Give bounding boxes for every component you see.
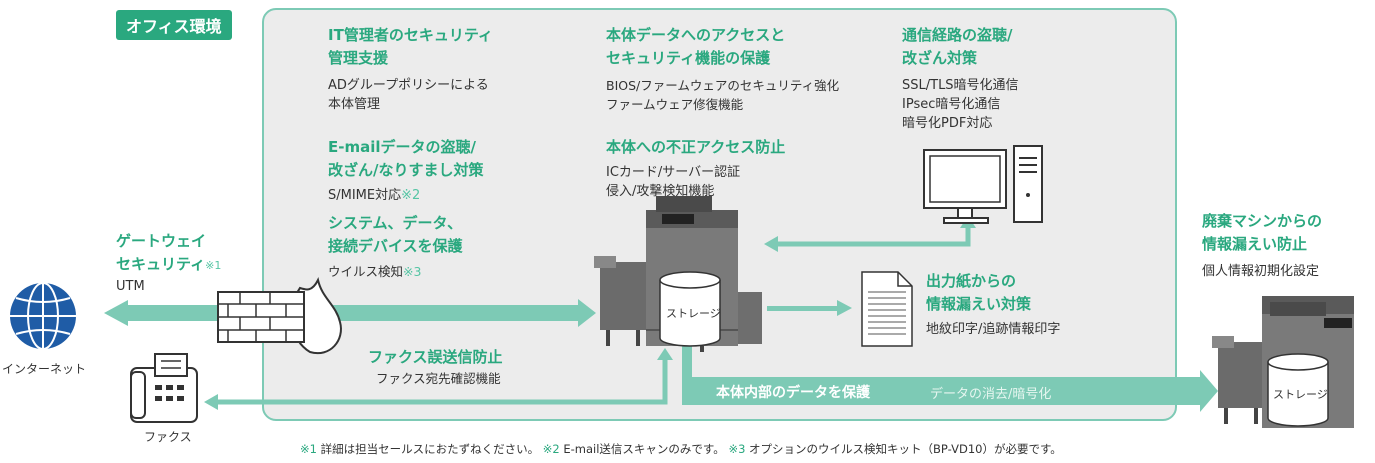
firewall-icon: [217, 277, 342, 355]
system-note: ※3: [403, 264, 422, 279]
unauthorized-title: 本体への不正アクセス防止: [606, 138, 786, 156]
output-paper-title-2: 情報漏えい対策: [926, 295, 1032, 313]
device-access-title-1: 本体データへのアクセスと: [606, 26, 786, 44]
mfp-paper-arrow: [767, 300, 852, 316]
storage-cylinder-disposed: [1267, 353, 1329, 427]
email-body: S/MIME対応※2: [328, 186, 483, 205]
email-title-1: E-mailデータの盗聴/: [328, 138, 476, 156]
system-body-text: ウイルス検知: [328, 264, 404, 279]
it-admin-body-2: 本体管理: [328, 97, 381, 112]
it-admin-body-1: ADグループポリシーによる: [328, 78, 489, 93]
footnote-1-mark: ※1: [300, 442, 317, 456]
footnote-1-text: 詳細は担当セールスにおたずねください。: [316, 442, 540, 456]
system-body: ウイルス検知※3: [328, 262, 463, 281]
comm-body-3: 暗号化PDF対応: [902, 116, 993, 131]
fax-line-arrow: [204, 348, 673, 410]
desktop-pc-icon: [923, 145, 1043, 224]
device-access-section: 本体データへのアクセスと セキュリティ機能の保護 BIOS/ファームウェアのセキ…: [606, 24, 839, 114]
storage-label-disposed: ストレージ: [1273, 388, 1328, 401]
footnote-2-text: E-mail送信スキャンのみです。: [559, 442, 725, 456]
email-title-2: 改ざん/なりすまし対策: [328, 161, 484, 179]
output-paper-title-1: 出力紙からの: [926, 272, 1017, 290]
communication-section: 通信経路の盗聴/ 改ざん対策 SSL/TLS暗号化通信 IPsec暗号化通信 暗…: [902, 24, 1019, 133]
output-paper-body: 地紋印字/追跡情報印字: [926, 322, 1061, 337]
internet-label: インターネット: [2, 362, 87, 376]
disposal-title-2: 情報漏えい防止: [1202, 235, 1308, 253]
internet-connection-arrow: [104, 299, 596, 327]
gateway-title-2-text: セキュリティ: [116, 255, 206, 273]
storage-cylinder-main: [659, 271, 721, 347]
fax-machine-icon: [130, 353, 198, 423]
footnotes: ※1 詳細は担当セールスにおたずねください。 ※2 E-mail送信スキャンのみ…: [300, 441, 1062, 457]
printed-document-icon: [861, 271, 913, 347]
unauthorized-access-section: 本体への不正アクセス防止 ICカード/サーバー認証 侵入/攻撃検知機能: [606, 136, 785, 201]
internal-data-title: 本体内部のデータを保護: [716, 385, 870, 401]
comm-title-1: 通信経路の盗聴/: [902, 26, 1013, 44]
comm-body-1: SSL/TLS暗号化通信: [902, 78, 1019, 93]
storage-label-main: ストレージ: [666, 307, 721, 320]
comm-body-2: IPsec暗号化通信: [902, 97, 1001, 112]
footnote-3-mark: ※3: [728, 442, 746, 456]
email-note: ※2: [401, 188, 421, 203]
footnote-2-mark: ※2: [542, 442, 560, 456]
office-environment-label: オフィス環境: [116, 10, 232, 40]
gateway-section: ゲートウェイ セキュリティ※1 UTM: [116, 230, 221, 296]
device-access-body-2: ファームウェア修復機能: [606, 97, 744, 112]
disposal-title-1: 廃棄マシンからの: [1202, 212, 1323, 230]
it-admin-title-1: IT管理者のセキュリティ: [328, 26, 493, 44]
gateway-note: ※1: [205, 259, 222, 272]
fax-misdial-section: ファクス誤送信防止 ファクス宛先確認機能: [368, 346, 503, 388]
gateway-title-2: セキュリティ※1: [116, 253, 221, 277]
output-paper-section: 出力紙からの 情報漏えい対策 地紋印字/追跡情報印字: [926, 270, 1060, 339]
unauthorized-body-2: 侵入/攻撃検知機能: [606, 184, 715, 199]
fax-misdial-title: ファクス誤送信防止: [368, 348, 503, 366]
email-section: E-mailデータの盗聴/ 改ざん/なりすまし対策 S/MIME対応※2: [328, 136, 483, 205]
comm-title-2: 改ざん対策: [902, 49, 978, 67]
disposal-body: 個人情報初期化設定: [1202, 264, 1320, 279]
gateway-title-1: ゲートウェイ: [116, 232, 207, 250]
system-title-2: 接続デバイスを保護: [328, 237, 463, 255]
device-access-title-2: セキュリティ機能の保護: [606, 49, 771, 67]
system-title-1: システム、データ、: [328, 214, 463, 232]
fax-label: ファクス: [144, 430, 192, 444]
footnote-3-text: オプションのウイルス検知キット（BP-VD10）が必要です。: [745, 442, 1062, 456]
system-section: システム、データ、 接続デバイスを保護 ウイルス検知※3: [328, 212, 463, 281]
internet-globe-icon: [10, 282, 76, 350]
unauthorized-body-1: ICカード/サーバー認証: [606, 165, 741, 180]
email-body-text: S/MIME対応: [328, 188, 402, 203]
internal-data-sub: データの消去/暗号化: [930, 387, 1052, 402]
gateway-body: UTM: [116, 279, 145, 294]
fax-misdial-body: ファクス宛先確認機能: [376, 371, 501, 386]
internal-data-band: [682, 345, 1218, 412]
it-admin-title-2: 管理支援: [328, 49, 389, 67]
it-admin-section: IT管理者のセキュリティ 管理支援 ADグループポリシーによる 本体管理: [328, 24, 493, 114]
device-access-body-1: BIOS/ファームウェアのセキュリティ強化: [606, 78, 840, 93]
disposal-section: 廃棄マシンからの 情報漏えい防止 個人情報初期化設定: [1202, 210, 1322, 281]
